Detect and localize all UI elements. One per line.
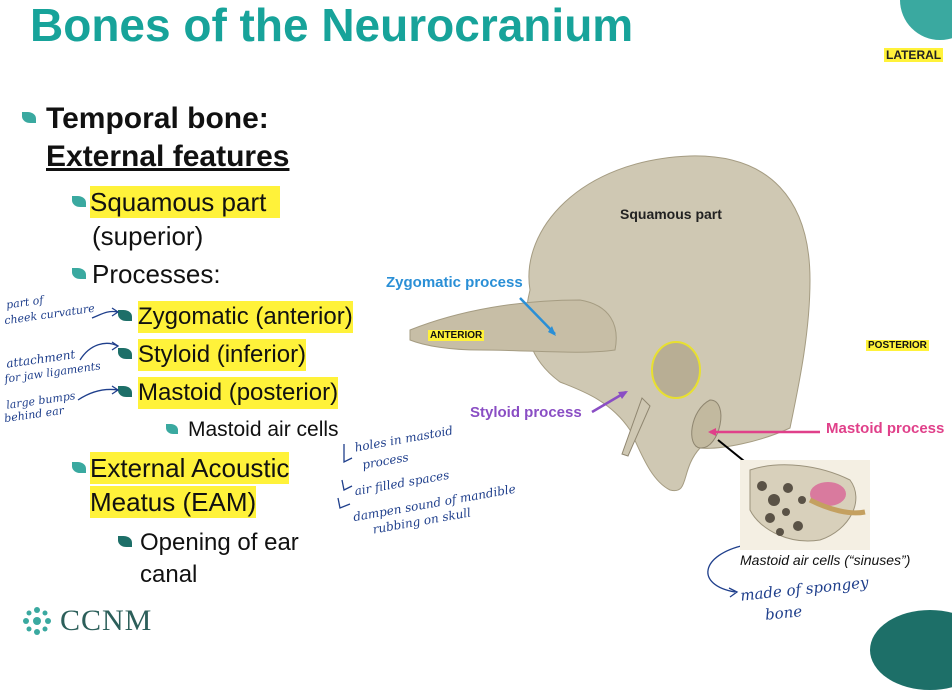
lateral-label: LATERAL [884, 48, 944, 62]
styloid-spike [621, 397, 651, 457]
bullet-icon [118, 310, 132, 321]
temporal-bone-figure [409, 155, 811, 492]
label-styloid-process: Styloid process [470, 404, 582, 421]
bullet-icon [72, 462, 86, 473]
label-squamous-part: Squamous part [620, 206, 722, 222]
heading-temporal-bone: Temporal bone: [46, 102, 269, 135]
label-mastoid-air-cells: Mastoid air cells (“sinuses”) [740, 552, 911, 568]
item-mastoid: Mastoid (posterior) [138, 377, 339, 409]
ccnm-logo-text: CCNM [60, 604, 153, 637]
label-mastoid-process: Mastoid process [826, 420, 945, 437]
label-zygomatic-process: Zygomatic process [386, 274, 523, 291]
eam-circle [651, 341, 701, 399]
posterior-label: POSTERIOR [866, 340, 929, 351]
handwritten-arrows [77, 307, 746, 598]
item-opening-line2: canal [140, 561, 198, 588]
bullet-icon [118, 386, 132, 397]
mastoid-bump [691, 399, 722, 449]
bullet-icon [166, 424, 178, 434]
page-title: Bones of the Neurocranium [30, 0, 634, 51]
squamous-part [525, 155, 811, 492]
item-squamous-sub: (superior) [92, 221, 204, 251]
bullet-icon [118, 536, 132, 547]
bullet-icon [72, 268, 86, 279]
bullet-icon [72, 196, 86, 207]
item-squamous: Squamous part [90, 186, 281, 218]
item-mastoid-cells: Mastoid air cells [188, 418, 339, 441]
item-eam-line1: External Acoustic [90, 452, 290, 484]
heading-external-features: External features [46, 140, 290, 173]
anterior-label: ANTERIOR [428, 330, 485, 341]
item-opening-line1: Opening of ear [140, 529, 299, 556]
item-zygomatic: Zygomatic (anterior) [138, 301, 353, 333]
ccnm-logo-icon [23, 607, 51, 635]
bullet-icon [22, 112, 36, 123]
item-styloid: Styloid (inferior) [138, 339, 307, 371]
mastoid-air-cells-inset [740, 460, 870, 550]
bullet-icon [118, 348, 132, 359]
item-eam-line2: Meatus (EAM) [90, 486, 257, 518]
item-processes: Processes: [92, 259, 221, 289]
